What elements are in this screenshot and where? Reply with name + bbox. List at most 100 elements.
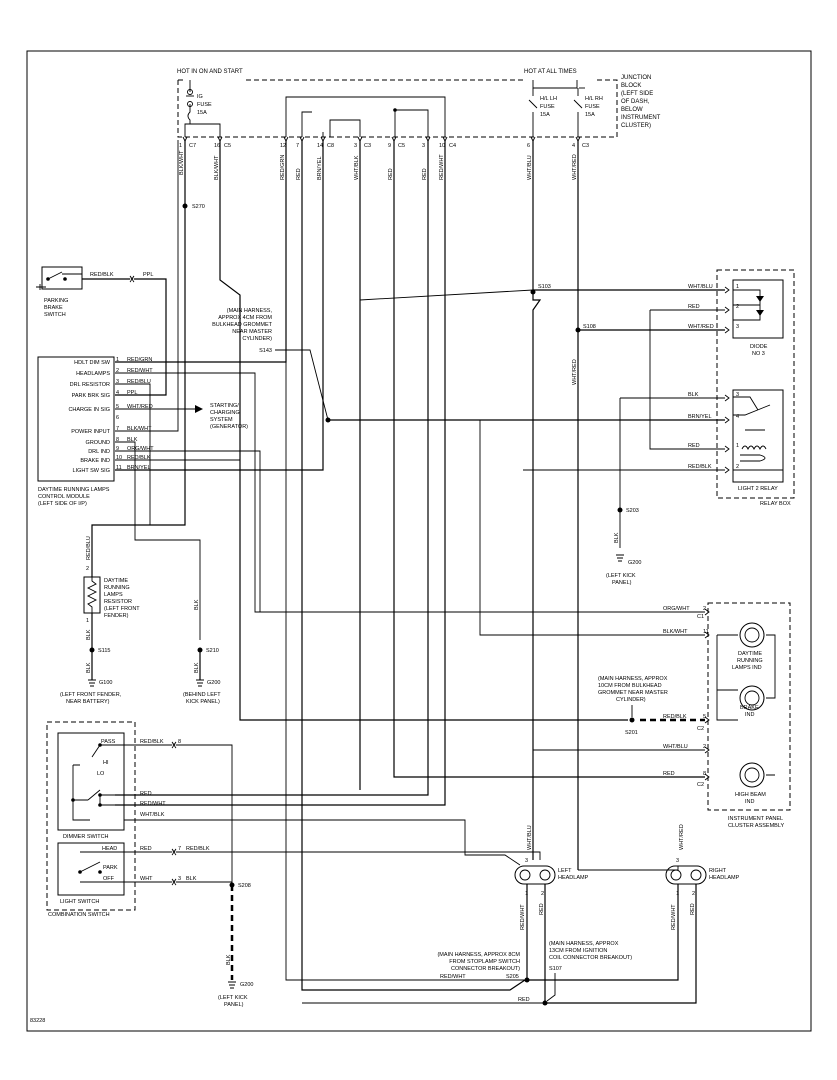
pin-label: 10 [439, 143, 445, 149]
splice-label: S201 [625, 730, 638, 736]
wire-label: WHT/BLK [140, 812, 165, 818]
junction-block-label: JUNCTION [621, 75, 651, 81]
charging-label: SYSTEM [210, 417, 233, 423]
hl-lh-fuse-label: 15A [540, 112, 550, 118]
location-label: PANEL) [224, 1002, 244, 1008]
wire-label: BLK [86, 662, 92, 673]
note-text: NEAR MASTER [232, 329, 272, 335]
junction-block-label: INSTRUMENT [621, 115, 661, 121]
light-switch [57, 842, 125, 896]
wire-label: BRN/YEL [317, 156, 323, 180]
charging-label: STARTING/ [210, 403, 239, 409]
wire-label: RED/BLK [90, 272, 114, 278]
wire-label: BLK [127, 437, 138, 443]
ground-g100-icon [88, 679, 96, 687]
note-text: 13CM FROM IGNITION [549, 948, 607, 954]
location-label: KICK PANEL) [186, 699, 220, 705]
splice-s143-label: S143 [259, 348, 272, 354]
module-pin-name: GROUND [86, 440, 110, 446]
connector-label: C3 [364, 143, 371, 149]
note-text: (MAIN HARNESS, APPROX [598, 676, 668, 682]
ig-fuse-label: FUSE [197, 102, 212, 108]
pin-label: 1 [736, 443, 739, 449]
pin-label: 2 [736, 464, 739, 470]
module-label: CONTROL MODULE [38, 494, 90, 500]
pin-label: 2 [692, 891, 695, 897]
module-pin-name: BRAKE IND [80, 458, 110, 464]
pin-label: 7 [296, 143, 299, 149]
wire-label: RED [539, 903, 545, 915]
switch-position-label: HEAD [102, 846, 117, 852]
wire-label: RED/BLK [127, 455, 151, 461]
pin-label: 3 [116, 379, 119, 385]
ig-fuse-label: 15A [197, 110, 207, 116]
module-pin-name: POWER INPUT [71, 429, 110, 435]
wire-label: BRN/YEL [688, 414, 712, 420]
note-text: CYLINDER) [616, 697, 646, 703]
pin-label: 12 [280, 143, 286, 149]
ig-fuse-label: IG [197, 94, 203, 100]
splice-label: S203 [626, 508, 639, 514]
module-pin-name: CHARGE IN SIG [68, 407, 110, 413]
note-text: 10CM FROM BULKHEAD [598, 683, 662, 689]
pin-label: 3 [178, 876, 181, 882]
figure-id: 83228 [30, 1018, 45, 1024]
pin-label: 2 [116, 368, 119, 374]
wire-label: RED/WHT [127, 368, 153, 374]
ground-label: G200 [628, 560, 641, 566]
wire-label: BRN/YEL [127, 465, 151, 471]
resistor-label: DAYTIME [104, 578, 128, 584]
splice-label: S115 [98, 648, 110, 654]
pin-label: 4 [736, 414, 739, 420]
pin-label: 3 [676, 858, 679, 864]
module-pin-name: DRL RESISTOR [70, 382, 110, 388]
headlamp-label: HEADLAMP [558, 875, 589, 881]
splice-s203 [617, 507, 623, 513]
pin-label: 3 [354, 143, 357, 149]
indicator-label: IND [745, 799, 755, 805]
ground-g200-icon [228, 981, 236, 989]
location-label: (LEFT FRONT FENDER, [60, 692, 122, 698]
wire-label: RED/WHT [520, 904, 526, 930]
ground-label: G100 [99, 680, 112, 686]
wire-label: WHT/RED [572, 359, 578, 385]
pin-label: 5 [116, 404, 119, 410]
ground-label: G200 [240, 982, 253, 988]
cluster-label: CLUSTER ASSEMBLY [728, 823, 784, 829]
pin-label: 11 [116, 465, 122, 471]
wire-label: BLK/WHT [179, 150, 185, 175]
resistor-label: FENDER) [104, 613, 129, 619]
connector-label: C5 [398, 143, 405, 149]
pin-label: 1 [736, 284, 739, 290]
wire-label: BLK [186, 876, 197, 882]
wire-label: WHT/RED [572, 154, 578, 180]
note-text: (MAIN HARNESS, [227, 308, 273, 314]
relay-box: DIODE NO 3 LIGHT 2 RELAY RELAY BOX WHT/B… [479, 269, 795, 636]
note-text: COIL CONNECTOR BREAKOUT) [549, 955, 632, 961]
pin-label: 10 [116, 455, 122, 461]
junction-block: HOT IN ON AND START HOT AT ALL TIMES JUN… [177, 69, 661, 180]
resistor-label: LAMPS [104, 592, 123, 598]
wire-label: RED [140, 791, 152, 797]
wire-label: RED [663, 771, 675, 777]
indicator-label: IND [745, 712, 755, 718]
note-text: CONNECTOR BREAKOUT) [451, 966, 520, 972]
connector-label: C4 [449, 143, 456, 149]
indicator-label: HIGH BEAM [735, 792, 766, 798]
pin-label: 2 [703, 744, 706, 750]
splice-label: S210 [206, 648, 219, 654]
wire-label: RED/BLK [140, 739, 164, 745]
location-label: (BEHIND LEFT [183, 692, 221, 698]
note-text: (MAIN HARNESS, APPROX 8CM [437, 952, 520, 958]
pin-label: 4 [572, 143, 575, 149]
connector-label: C1 [697, 614, 704, 620]
splice-label: S270 [192, 204, 205, 210]
module-pin-name: DRL IND [88, 449, 110, 455]
note-text: FROM STOPLAMP SWITCH [449, 959, 520, 965]
hl-rh-fuse-label: 15A [585, 112, 595, 118]
pin-label: 4 [116, 390, 119, 396]
resistor-label: (LEFT FRONT [104, 606, 140, 612]
pin-label: 9 [388, 143, 391, 149]
